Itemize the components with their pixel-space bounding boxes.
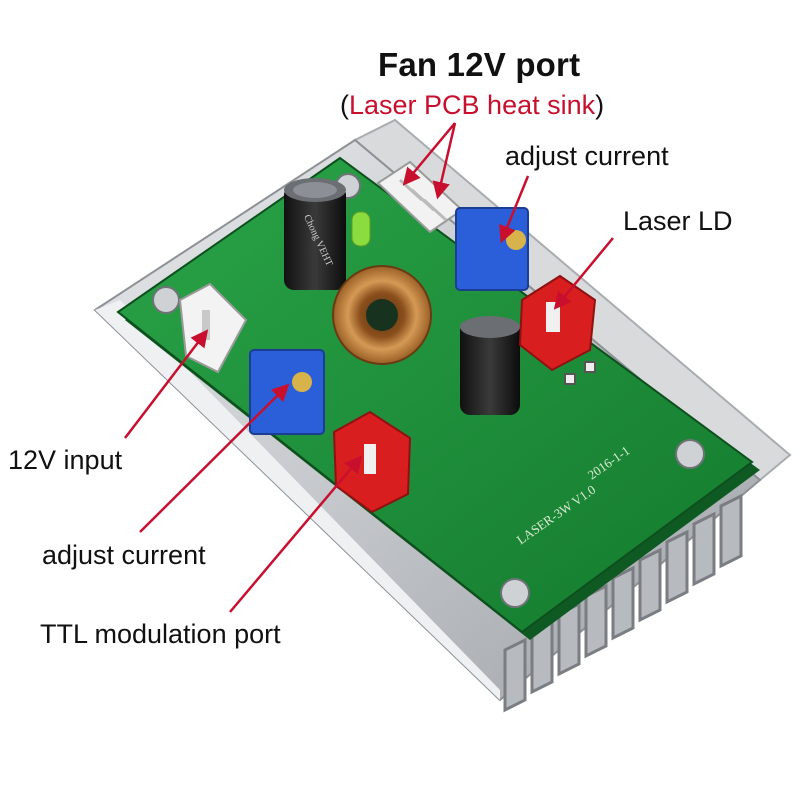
green-led [351, 211, 371, 247]
input-12v-label: 12V input [8, 445, 123, 475]
potentiometer-top [455, 207, 529, 291]
subtitle-red-text: Laser PCB heat sink [349, 90, 596, 120]
screws [152, 173, 705, 608]
adjust-current-bottom-label: adjust current [42, 540, 206, 570]
smd-pads [564, 361, 596, 385]
laser-ld-label: Laser LD [623, 206, 733, 236]
capacitor-small [460, 316, 520, 415]
subtitle-open-paren: ( [340, 90, 349, 120]
toroid-inductor [332, 265, 432, 365]
fan-port-title: Fan 12V port [378, 46, 581, 83]
annotation-arrows [124, 122, 614, 613]
arrow-laser-ld [553, 237, 614, 310]
arrow-fan-1 [402, 122, 456, 186]
arrow-adjust-bottom [139, 383, 290, 533]
adjust-current-top-label: adjust current [505, 141, 669, 171]
potentiometer-bottom [249, 349, 325, 435]
pcb-board [116, 156, 760, 640]
arrow-adjust-top [499, 175, 530, 244]
heatsink-fins [503, 493, 743, 713]
heat-sink-subtitle: (Laser PCB heat sink) [340, 92, 604, 119]
ttl-modulation-label: TTL modulation port [40, 619, 281, 649]
subtitle-close-paren: ) [595, 90, 605, 120]
arrow-ttl [229, 455, 363, 613]
arrow-12v-input [124, 329, 209, 439]
input-12v-connector [178, 282, 248, 374]
ttl-connector [332, 410, 412, 514]
arrow-fan-2 [432, 122, 457, 200]
capacitor-large [284, 178, 346, 290]
